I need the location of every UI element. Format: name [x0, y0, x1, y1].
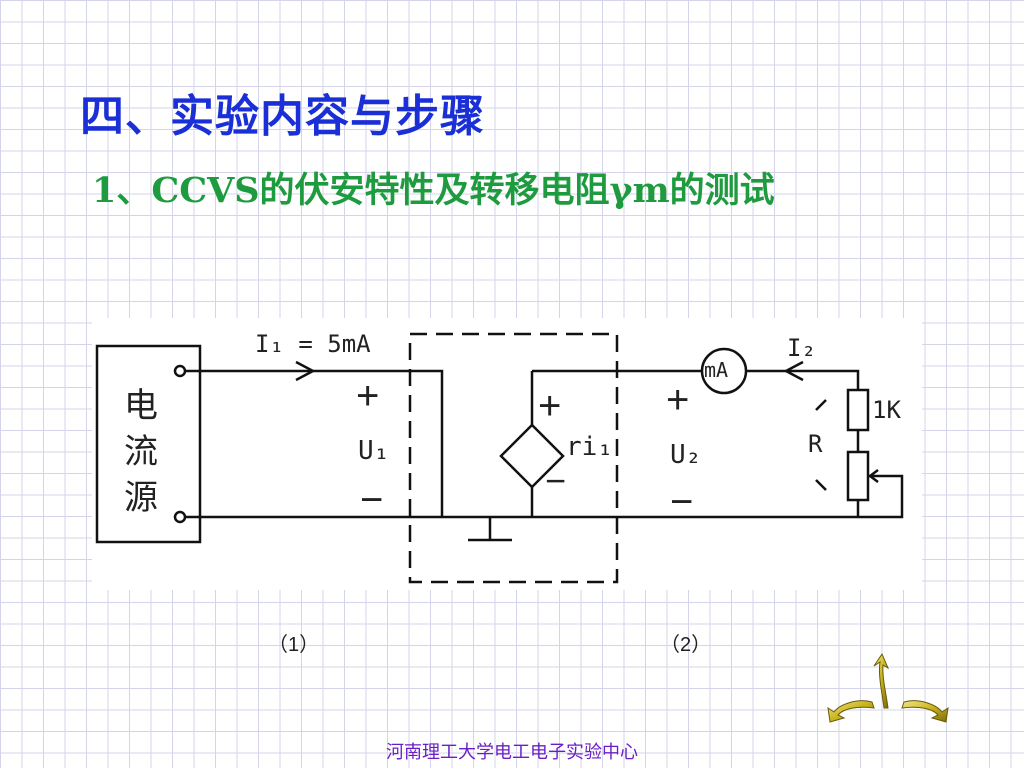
- ground-symbol: [468, 517, 512, 542]
- label-ccvs-plus: +: [538, 384, 562, 428]
- label-u1: U₁: [358, 436, 390, 466]
- rheostat-r: [846, 450, 870, 502]
- resistor-1k: [846, 388, 870, 432]
- circuit-background: [92, 318, 922, 590]
- caption-left: （1）: [268, 634, 320, 656]
- wire-top-left: [185, 369, 444, 517]
- label-r: R: [808, 430, 823, 458]
- label-u1-minus: −: [360, 478, 384, 522]
- slide-title: 四、实验内容与步骤: [80, 91, 485, 142]
- wiper-arrow: [867, 469, 879, 483]
- arrow-i1: [295, 360, 316, 382]
- source-char-1: 电: [124, 386, 158, 426]
- label-i1: I₁ = 5mA: [255, 330, 371, 358]
- slide-footer: 河南理工大学电工电子实验中心: [386, 742, 638, 763]
- label-ammeter: mA: [704, 358, 729, 382]
- nav-arrow-right: [901, 700, 949, 723]
- slide-subtitle: 1、CCVS的伏安特性及转移电阻γm的测试: [92, 170, 775, 211]
- label-u2: U₂: [670, 440, 702, 470]
- controlled-source-diamond: [499, 423, 565, 489]
- rheostat-wiper: [858, 474, 904, 519]
- label-i2: I₂: [787, 334, 816, 362]
- arrow-i2: [783, 360, 804, 382]
- source-char-3: 源: [124, 478, 158, 518]
- r-bracket: [815, 399, 827, 491]
- nav-arrow-up: [873, 652, 890, 709]
- caption-right: （2）: [660, 634, 712, 656]
- label-u2-plus: +: [666, 378, 690, 422]
- nav-arrow-left: [827, 700, 875, 723]
- label-u2-minus: −: [670, 480, 694, 524]
- label-ccvs-minus: −: [545, 460, 567, 501]
- label-controlled: ri₁: [566, 432, 613, 462]
- return-arrows-icon[interactable]: [822, 652, 962, 728]
- label-1k: 1K: [872, 396, 901, 424]
- ccvs-dashed-box: [408, 332, 619, 584]
- source-terminal-top: [173, 364, 187, 378]
- label-u1-plus: +: [356, 374, 380, 418]
- current-source-box: [95, 344, 202, 544]
- source-terminal-bottom: [173, 510, 187, 524]
- source-char-2: 流: [124, 432, 158, 472]
